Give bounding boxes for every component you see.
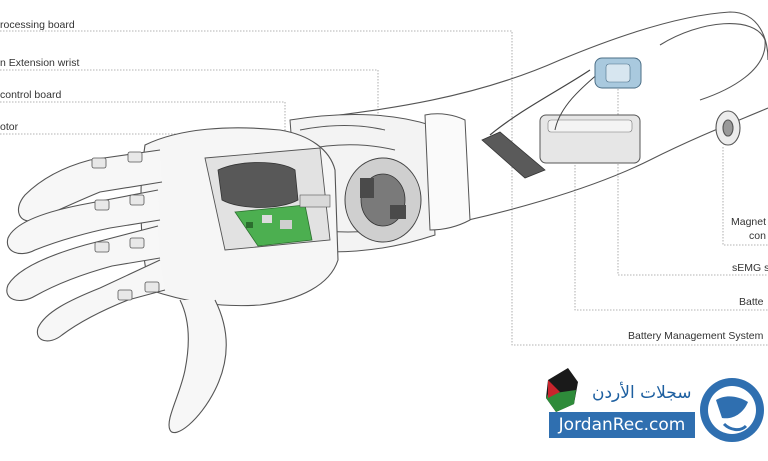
label-battery: Batte [739, 296, 764, 308]
thumb [168, 299, 227, 433]
control-board [234, 204, 313, 247]
label-extension-wrist: n Extension wrist [0, 57, 80, 69]
forearm [299, 11, 768, 231]
forearm-upper-outline [299, 11, 768, 121]
jordan-flag-map-icon [546, 368, 578, 412]
leader-processing-board [0, 30, 768, 346]
label-processing-board: rocessing board [0, 19, 75, 31]
watermark-domain: JordanRec.com [549, 412, 695, 438]
little-finger [36, 259, 166, 342]
motor [217, 162, 299, 208]
label-magnet-line2: con [749, 230, 766, 242]
label-control-board: control board [0, 89, 62, 101]
leader-semg [617, 80, 768, 276]
extension-wrist-mechanism [344, 157, 422, 243]
leader-battery [574, 135, 768, 311]
processing-board [299, 194, 331, 208]
label-semg: sEMG s [732, 262, 768, 274]
index-finger [17, 149, 163, 222]
finger-joints [91, 151, 160, 301]
ring-finger [6, 225, 161, 301]
label-bms: Battery Management System [628, 330, 764, 342]
battery-management-board [481, 131, 546, 179]
leader-extension-wrist [0, 69, 379, 185]
middle-finger [6, 189, 161, 255]
fingers [6, 149, 227, 433]
sensor-wire [489, 69, 591, 136]
forearm-end-port-inner [722, 119, 734, 137]
semg-sensor [594, 57, 642, 89]
label-magnet: Magnet [731, 216, 767, 228]
forearm-opening [659, 23, 766, 101]
label-motor: otor [0, 121, 19, 133]
wrist-collar [424, 113, 471, 231]
globe-logo-icon [700, 378, 764, 442]
battery [539, 114, 641, 164]
watermark-arabic: سجلات الأردن [592, 383, 692, 403]
